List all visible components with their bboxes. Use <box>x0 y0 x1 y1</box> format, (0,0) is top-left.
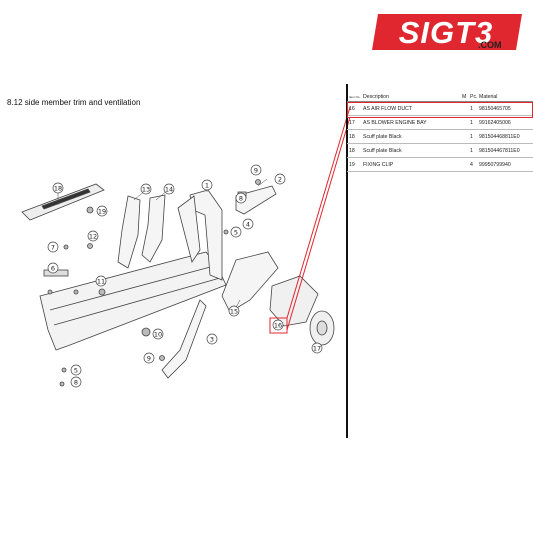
callout-8b: 8 <box>70 376 82 388</box>
callout-16: 16 <box>272 319 284 331</box>
callout-8a: 8 <box>235 192 247 204</box>
callout-11: 11 <box>95 275 107 287</box>
header-material: Material <box>477 93 533 102</box>
svg-text:8: 8 <box>74 379 78 387</box>
svg-text:17: 17 <box>313 345 321 353</box>
callout-1: 1 <box>201 179 213 191</box>
callout-2: 2 <box>274 173 286 185</box>
table-header-row: Item No Description M Pc. Material <box>347 93 533 102</box>
callout-4: 4 <box>242 218 254 230</box>
cell-item-no: 19 <box>347 157 361 172</box>
callout-13: 13 <box>140 183 152 195</box>
table-row[interactable]: 18 Scuff plate Black 1 981504468811E0 <box>347 129 533 144</box>
cover-15-part <box>221 251 279 313</box>
callout-9b: 9 <box>143 352 155 364</box>
table-row[interactable]: 17 AS BLOWER ENGINE BAY 1 99162405006 <box>347 115 533 130</box>
svg-text:9: 9 <box>147 355 151 363</box>
svg-text:12: 12 <box>89 233 97 241</box>
svg-text:1: 1 <box>205 182 209 190</box>
callout-5a: 5 <box>230 226 242 238</box>
cell-material: 981504468811E0 <box>477 129 533 144</box>
highlight-guide-line-top <box>286 106 351 319</box>
svg-text:19: 19 <box>98 208 106 216</box>
svg-text:13: 13 <box>142 186 150 194</box>
cell-pc: 1 <box>468 129 477 144</box>
cell-m <box>460 115 468 130</box>
svg-text:8: 8 <box>239 195 243 203</box>
svg-text:14: 14 <box>165 186 173 194</box>
callout-7: 7 <box>47 241 59 253</box>
cell-item-no: 18 <box>347 129 361 144</box>
trim-3-part <box>161 299 207 379</box>
cell-description: FIXING CLIP <box>361 157 460 172</box>
header-pc: Pc. <box>468 93 477 102</box>
svg-text:11: 11 <box>97 278 105 286</box>
cell-pc: 1 <box>468 143 477 158</box>
table-row[interactable]: 19 FIXING CLIP 4 99950799940 <box>347 157 533 172</box>
svg-text:6: 6 <box>51 265 55 273</box>
svg-text:5: 5 <box>234 229 238 237</box>
cell-pc: 1 <box>468 115 477 130</box>
header-m: M <box>460 93 468 102</box>
cell-m <box>460 157 468 172</box>
parts-table: Item No Description M Pc. Material 16 AS… <box>347 93 533 172</box>
logo-domain-text: .COM <box>478 40 502 50</box>
callout-10: 10 <box>152 328 164 340</box>
table-row[interactable]: 18 Scuff plate Black 1 981504467811E0 <box>347 143 533 158</box>
svg-text:3: 3 <box>210 336 214 344</box>
callout-9a: 9 <box>250 164 262 176</box>
cell-pc: 4 <box>468 157 477 172</box>
cell-m <box>460 101 468 116</box>
cell-description: AS BLOWER ENGINE BAY <box>361 115 460 130</box>
trim-2-part <box>235 185 277 215</box>
item-16-highlight-box <box>269 317 288 334</box>
callout-17: 17 <box>311 342 323 354</box>
callout-3: 3 <box>206 333 218 345</box>
cell-material: 98150465705 <box>477 101 533 116</box>
cell-item-no: 17 <box>347 115 361 130</box>
trim-14-part <box>141 194 166 263</box>
svg-text:9: 9 <box>254 167 258 175</box>
callout-6: 6 <box>47 262 59 274</box>
callout-18: 18 <box>52 182 64 194</box>
svg-text:18: 18 <box>54 185 62 193</box>
callout-5b: 5 <box>70 364 82 376</box>
cell-material: 99950799940 <box>477 157 533 172</box>
cell-material: 99162405006 <box>477 115 533 130</box>
svg-text:7: 7 <box>51 244 55 252</box>
svg-text:5: 5 <box>74 367 78 375</box>
side-member-sill-part <box>39 251 227 351</box>
callout-15: 15 <box>228 305 240 317</box>
svg-text:16: 16 <box>274 322 282 330</box>
sigt3-logo: SIGT3 <box>372 14 522 50</box>
header-item-no: Item No <box>347 93 361 102</box>
highlight-guide-line-bottom <box>286 116 351 331</box>
svg-text:4: 4 <box>246 221 250 229</box>
cell-pc: 1 <box>468 101 477 116</box>
cell-material: 981504467811E0 <box>477 143 533 158</box>
cell-m <box>460 129 468 144</box>
cell-description: Scuff plate Black <box>361 143 460 158</box>
cell-item-no: 18 <box>347 143 361 158</box>
table-left-border <box>346 84 348 438</box>
callout-14: 14 <box>163 183 175 195</box>
svg-text:10: 10 <box>154 331 162 339</box>
cell-item-no: 16 <box>347 101 361 116</box>
section-title: 8.12 side member trim and ventilation <box>7 98 141 107</box>
cell-description: AS AIR FLOW DUCT <box>361 101 460 116</box>
callout-19: 19 <box>96 205 108 217</box>
trim-13-part <box>117 195 141 269</box>
header-description: Description <box>361 93 460 102</box>
svg-text:2: 2 <box>278 176 282 184</box>
svg-text:SIGT3: SIGT3 <box>399 15 494 50</box>
callout-12: 12 <box>87 230 99 242</box>
cell-description: Scuff plate Black <box>361 129 460 144</box>
cell-m <box>460 143 468 158</box>
svg-text:15: 15 <box>230 308 238 316</box>
table-row[interactable]: 16 AS AIR FLOW DUCT 1 98150465705 <box>347 101 533 116</box>
